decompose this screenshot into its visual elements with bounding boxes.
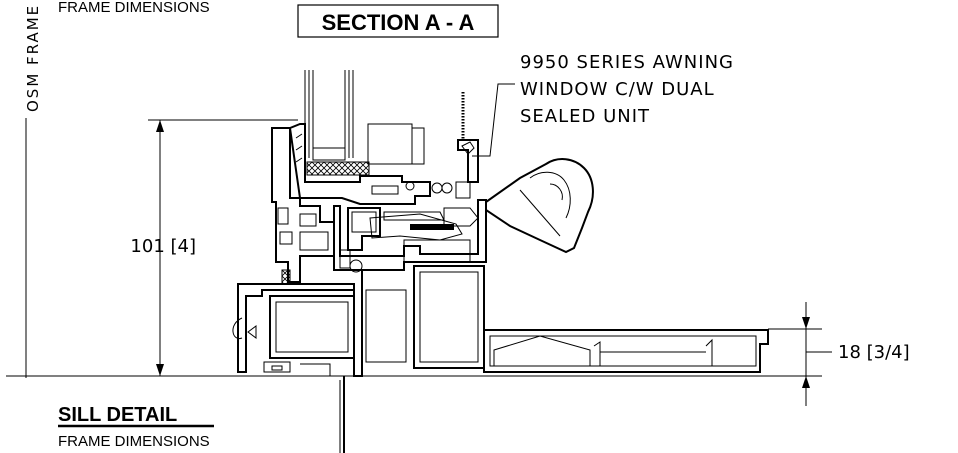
glass-unit [304,70,370,176]
section-title: SECTION A - A [322,10,475,35]
section-title-box [297,4,499,38]
height-dimension [148,119,298,376]
callout-line-3: SEALED UNIT [520,106,650,127]
sill-extension [483,329,769,373]
detail-subtitle: FRAME DIMENSIONS [58,433,210,450]
frame-profile [271,127,487,285]
callout-leader [472,83,515,157]
exterior-handle [485,158,594,254]
sill-profile [232,265,485,453]
callout-line-1: 9950 SERIES AWNING [520,52,734,73]
height-dimension-label: 101 [4] [130,236,196,257]
callout-line-2: WINDOW C/W DUAL [520,79,715,100]
sill-step-dimension-label: 18 [3/4] [838,342,910,363]
detail-title: SILL DETAIL [58,404,177,426]
top-subtitle: FRAME DIMENSIONS [58,0,210,16]
vertical-frame-label: OSM FRAME [24,4,42,112]
sill-step-dimension [768,302,832,406]
sash-profile [288,92,479,205]
